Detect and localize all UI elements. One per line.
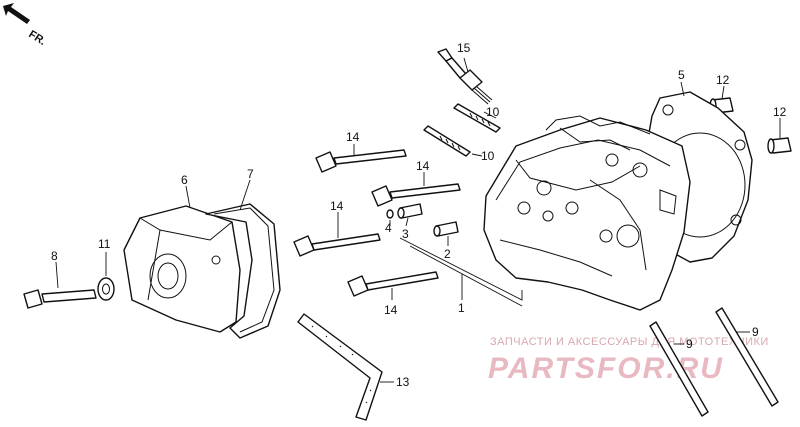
washer: [97, 277, 115, 301]
callout-14-bottom: 14: [384, 303, 398, 317]
callout-5: 5: [678, 68, 685, 82]
front-label: FR.: [26, 28, 47, 48]
stud-bolts: [423, 103, 501, 157]
callout-11: 11: [98, 237, 111, 251]
callout-9-left: 9: [686, 337, 693, 351]
small-parts: [386, 203, 459, 237]
cylinder-head: [483, 115, 691, 311]
callout-14-left: 14: [330, 199, 344, 213]
head-cover-gasket: [205, 203, 281, 339]
head-cover: [123, 205, 241, 333]
callout-2: 2: [444, 247, 451, 261]
watermark: ЗАПЧАСТИ И АКСЕССУАРЫ ДЛЯ МОТОТЕХНИКИ PA…: [488, 336, 769, 385]
callout-14-middle: 14: [416, 159, 430, 173]
callout-9-right: 9: [752, 325, 759, 339]
cover-bolt: [23, 289, 97, 309]
flange-bolts: [293, 149, 461, 297]
callout-10-upper: 10: [486, 105, 500, 119]
arrow-up-left-icon: [3, 3, 30, 24]
callout-3: 3: [402, 227, 409, 241]
callout-7: 7: [247, 167, 254, 181]
callout-labels: 15 5 12 12 10 10 14 14 14 14 6 7 4 3 2 1…: [51, 41, 787, 389]
callout-4: 4: [385, 221, 392, 235]
callout-1: 1: [458, 301, 465, 315]
spark-plug: [437, 48, 493, 105]
leader-lines: [55, 57, 781, 383]
callout-14-top: 14: [346, 130, 360, 144]
long-studs: [649, 307, 779, 417]
front-direction-marker: FR.: [3, 3, 48, 48]
callout-12-right: 12: [773, 105, 787, 119]
watermark-tagline: ЗАПЧАСТИ И АКСЕССУАРЫ ДЛЯ МОТОТЕХНИКИ: [490, 336, 769, 348]
callout-6: 6: [181, 173, 188, 187]
callout-12-upper: 12: [716, 73, 730, 87]
callout-10-lower: 10: [481, 149, 495, 163]
callout-15: 15: [457, 41, 471, 55]
breather-tube: [297, 313, 383, 421]
callout-13: 13: [396, 375, 410, 389]
callout-8: 8: [51, 249, 58, 263]
